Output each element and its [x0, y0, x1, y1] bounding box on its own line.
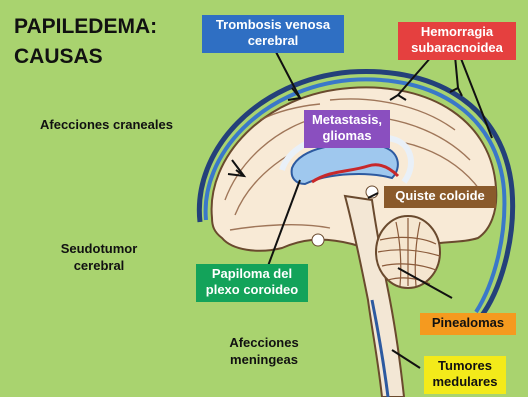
label-meningeas-line1: Afecciones	[214, 334, 314, 351]
label-seudotumor: Seudotumor cerebral	[54, 240, 144, 274]
box-hemorragia: Hemorragia subaracnoidea	[398, 22, 516, 60]
slide-title-line2: CAUSAS	[14, 44, 103, 70]
box-pinealomas-line1: Pinealomas	[426, 315, 510, 331]
label-seudotumor-line1: Seudotumor	[54, 240, 144, 257]
box-hemorragia-line1: Hemorragia	[404, 24, 510, 40]
box-hemorragia-line2: subaracnoidea	[404, 40, 510, 56]
box-metastasis-line2: gliomas	[310, 128, 384, 144]
label-afecciones-meningeas: Afecciones meningeas	[214, 334, 314, 368]
box-pinealomas: Pinealomas	[420, 313, 516, 335]
box-tumores-line1: Tumores	[430, 358, 500, 374]
box-quiste-line1: Quiste coloide	[390, 188, 490, 204]
slide-title-line1: PAPILEDEMA:	[14, 14, 157, 40]
box-quiste-coloide: Quiste coloide	[384, 186, 496, 208]
box-tumores-medulares: Tumores medulares	[424, 356, 506, 394]
box-metastasis-line1: Metastasis,	[310, 112, 384, 128]
box-trombosis-venosa: Trombosis venosa cerebral	[202, 15, 344, 53]
label-meningeas-line2: meningeas	[214, 351, 314, 368]
box-tumores-line2: medulares	[430, 374, 500, 390]
cerebellum	[376, 216, 440, 288]
box-trombosis-line2: cerebral	[208, 33, 338, 49]
label-afecciones-craneales: Afecciones craneales	[40, 116, 173, 133]
box-trombosis-line1: Trombosis venosa	[208, 17, 338, 33]
box-papiloma-line2: plexo coroideo	[202, 282, 302, 298]
box-papiloma-line1: Papiloma del	[202, 266, 302, 282]
box-papiloma: Papiloma del plexo coroideo	[196, 264, 308, 302]
box-metastasis: Metastasis, gliomas	[304, 110, 390, 148]
label-seudotumor-line2: cerebral	[54, 257, 144, 274]
pituitary-blob	[312, 234, 324, 246]
